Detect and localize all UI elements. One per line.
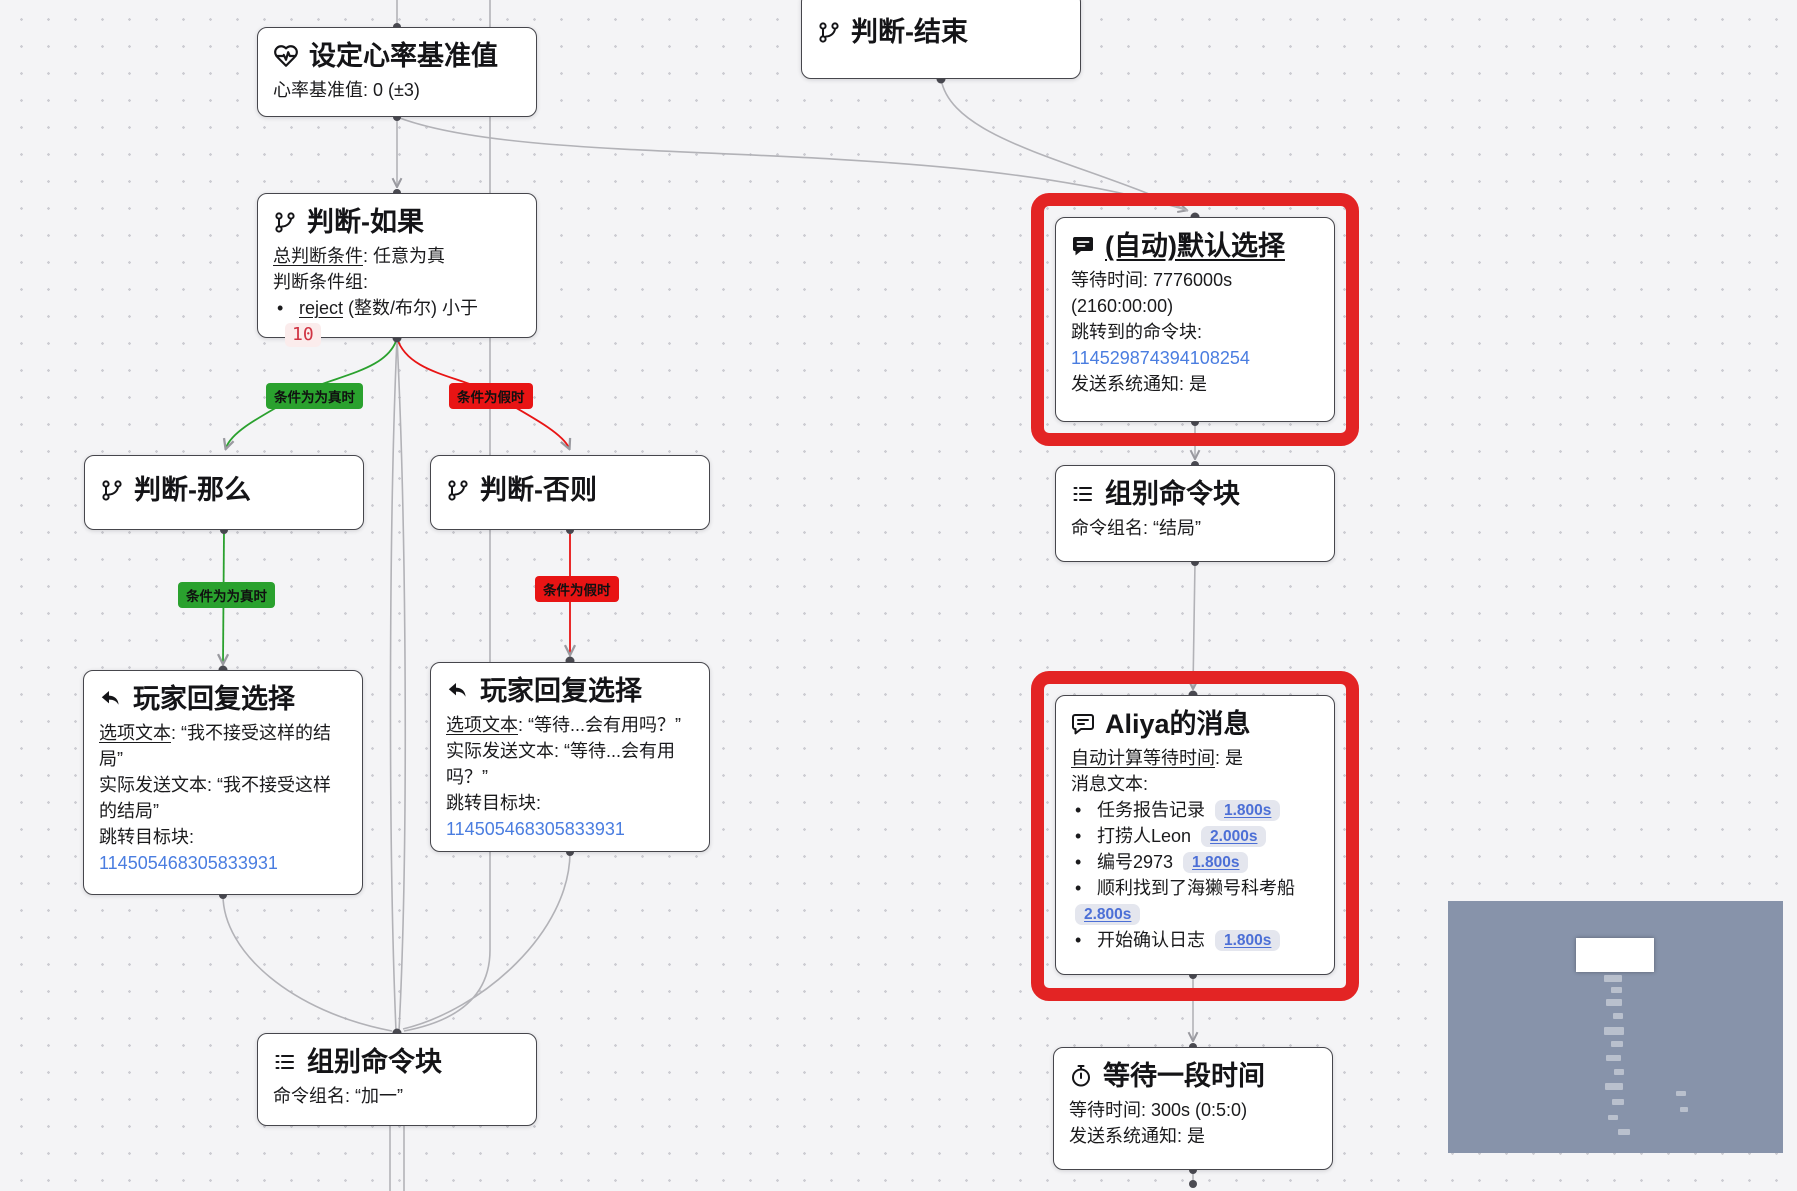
jump-target-label: 跳转目标块: xyxy=(446,793,542,813)
edge-label-true-1: 条件为为真时 xyxy=(266,383,363,409)
condition-group-label: 判断条件组: xyxy=(273,272,369,292)
duration-badge[interactable]: 1.800s xyxy=(1215,800,1281,821)
jump-target-id-link[interactable]: 114505468305833931 xyxy=(99,853,278,873)
command-group-name: 命令组名: “结局” xyxy=(1071,518,1201,538)
branch-icon xyxy=(102,480,122,501)
wait-time: 等待时间: 7776000s (2160:00:00) xyxy=(1071,270,1233,316)
node-title: 判断-那么 xyxy=(134,475,251,505)
node-title: Aliya的消息 xyxy=(1105,709,1251,739)
duration-badge[interactable]: 2.000s xyxy=(1201,826,1267,847)
send-text: 实际发送文本: “等待...会有用吗？” xyxy=(446,741,675,787)
condition-mode-label: 总判断条件 xyxy=(273,246,363,266)
timer-icon xyxy=(1072,1065,1090,1087)
branch-icon xyxy=(448,480,468,501)
system-notify: 发送系统通知: 是 xyxy=(1069,1126,1206,1146)
edge-label-true-2: 条件为为真时 xyxy=(178,582,275,608)
list-icon xyxy=(275,1055,294,1069)
command-group-name: 命令组名: “加一” xyxy=(273,1086,403,1106)
node-group-command-bottom[interactable]: 组别命令块 命令组名: “加一” xyxy=(257,1033,537,1126)
list-icon xyxy=(1073,487,1092,501)
node-wait-duration[interactable]: 等待一段时间 等待时间: 300s (0:5:0) 发送系统通知: 是 xyxy=(1053,1047,1333,1170)
node-judge-if[interactable]: 判断-如果 总判断条件: 任意为真 判断条件组: •reject (整数/布尔)… xyxy=(257,193,537,347)
edge-replymid-group xyxy=(402,851,571,1030)
node-title: 判断-结束 xyxy=(851,17,968,47)
jump-target-id-link[interactable]: 114529874394108254 xyxy=(1071,348,1250,368)
message-item: •顺利找到了海獭号科考船 2.800s xyxy=(1075,878,1295,925)
minimap[interactable] xyxy=(1448,901,1783,1153)
condition-value-chip: 10 xyxy=(285,323,321,347)
edge-judgeend-autodefault xyxy=(940,78,1189,212)
edge-label-false-2: 条件为假时 xyxy=(535,576,619,602)
heart-baseline-value: 心率基准值: 0 (±3) xyxy=(273,80,420,100)
auto-wait-label: 自动计算等待时间 xyxy=(1071,748,1215,768)
highlight-frame-aliya xyxy=(1031,671,1359,1001)
option-text-label: 选项文本 xyxy=(446,715,518,735)
node-title: 判断-否则 xyxy=(480,475,597,505)
edge-replyleft-group xyxy=(222,894,393,1032)
node-group-command-right[interactable]: 组别命令块 命令组名: “结局” xyxy=(1055,465,1335,562)
system-notify: 发送系统通知: 是 xyxy=(1071,374,1208,394)
minimap-viewport[interactable] xyxy=(1576,938,1654,972)
edge-heart-autodefault xyxy=(396,116,1186,210)
highlight-frame-auto-default xyxy=(1031,193,1359,446)
node-title: 组别命令块 xyxy=(1105,479,1240,509)
edge-label-false-1: 条件为假时 xyxy=(449,383,533,409)
reply-icon xyxy=(448,683,466,697)
node-judge-else[interactable]: 判断-否则 xyxy=(430,455,710,530)
option-text-label: 选项文本 xyxy=(99,723,171,743)
message-text-label: 消息文本: xyxy=(1071,774,1149,794)
node-auto-default-choice[interactable]: (自动)默认选择 等待时间: 7776000s (2160:00:00) 跳转到… xyxy=(1055,217,1335,422)
heart-pulse-icon xyxy=(274,45,298,67)
duration-badge[interactable]: 1.800s xyxy=(1215,930,1281,951)
node-player-reply-left[interactable]: 玩家回复选择 选项文本: “我不接受这样的结局” 实际发送文本: “我不接受这样… xyxy=(83,670,363,895)
node-title: 设定心率基准值 xyxy=(309,41,498,71)
node-title: 判断-如果 xyxy=(307,207,424,237)
node-title: (自动)默认选择 xyxy=(1105,231,1285,261)
chat-filled-icon xyxy=(1073,237,1093,256)
jump-target-label: 跳转到的命令块: xyxy=(1071,322,1203,342)
jump-target-label: 跳转目标块: xyxy=(99,827,195,847)
wait-time: 等待时间: 300s (0:5:0) xyxy=(1069,1100,1248,1120)
branch-icon xyxy=(819,22,839,43)
condition-item: •reject (整数/布尔) 小于10 xyxy=(277,298,479,347)
send-text: 实际发送文本: “我不接受这样的结局” xyxy=(99,775,331,821)
node-title: 等待一段时间 xyxy=(1103,1061,1265,1091)
node-title: 玩家回复选择 xyxy=(480,676,642,706)
node-player-reply-mid[interactable]: 玩家回复选择 选项文本: “等待...会有用吗？” 实际发送文本: “等待...… xyxy=(430,662,710,852)
branch-icon xyxy=(275,212,295,233)
reply-icon xyxy=(101,691,119,705)
duration-badge[interactable]: 1.800s xyxy=(1183,852,1249,873)
edge-judgeif-group-b xyxy=(396,337,407,1032)
edge-judgeif-group-a xyxy=(389,337,398,1032)
node-judge-then[interactable]: 判断-那么 xyxy=(84,455,364,530)
node-title: 组别命令块 xyxy=(307,1047,442,1077)
node-set-heart-rate[interactable]: 设定心率基准值 心率基准值: 0 (±3) xyxy=(257,27,537,117)
node-title: 玩家回复选择 xyxy=(133,684,295,714)
node-judge-end[interactable]: 判断-结束 xyxy=(801,0,1081,79)
duration-badge[interactable]: 2.800s xyxy=(1075,904,1141,925)
edge-group-aliya xyxy=(1193,561,1195,688)
jump-target-id-link[interactable]: 114505468305833931 xyxy=(446,819,625,839)
chat-outline-icon xyxy=(1072,714,1094,735)
